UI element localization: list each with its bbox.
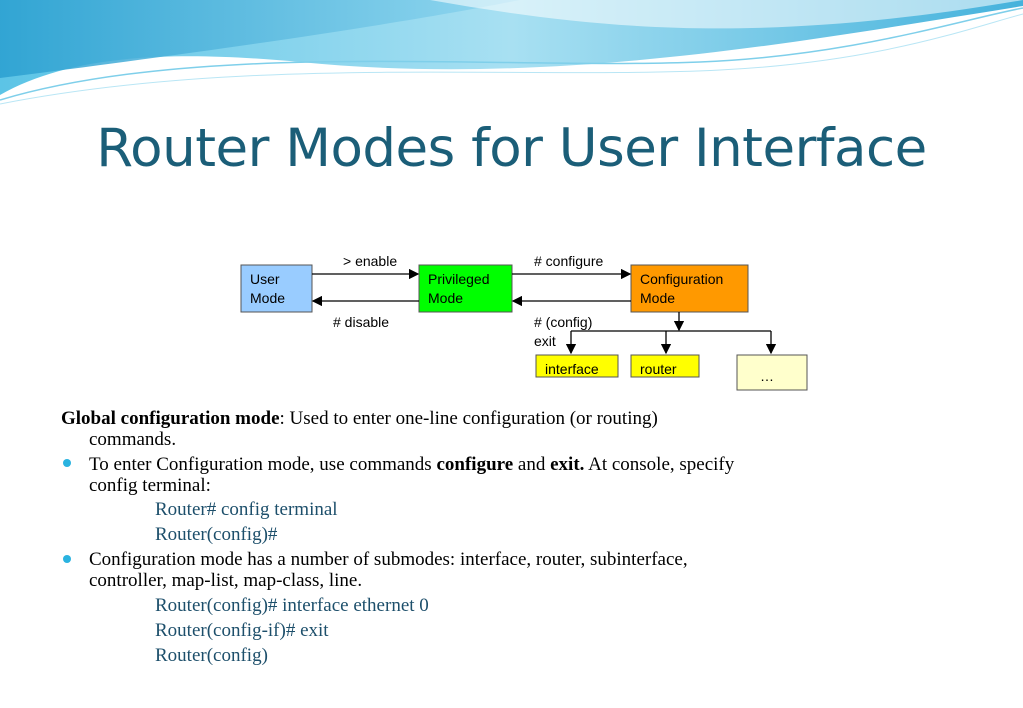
configure-label: # configure: [534, 253, 603, 269]
bullet1-text-a: To enter Configuration mode, use command…: [89, 454, 437, 475]
page-title: Router Modes for User Interface: [96, 118, 927, 179]
bullet1-line2: config terminal:: [89, 475, 211, 496]
config-exit-label-2: exit: [534, 333, 556, 349]
bullet1-exit-keyword: exit.: [550, 454, 585, 475]
user-mode-box: [240, 264, 313, 313]
user-mode-label-2: Mode: [250, 290, 285, 306]
global-config-paragraph: Global configuration mode: Used to enter…: [61, 408, 658, 429]
configuration-mode-label-2: Mode: [640, 290, 675, 306]
router-submode-box: [630, 354, 700, 378]
config-exit-label-1: # (config): [534, 314, 592, 330]
command-line-2: Router(config)#: [155, 524, 278, 545]
global-config-description: : Used to enter one-line configuration (…: [279, 408, 658, 429]
configuration-mode-label-1: Configuration: [640, 271, 723, 287]
enable-label: > enable: [343, 253, 397, 269]
bullet-dot-2: [63, 555, 71, 563]
command-line-4: Router(config-if)# exit: [155, 620, 329, 641]
command-line-1: Router# config terminal: [155, 499, 338, 520]
router-submode-label: router: [640, 361, 677, 377]
bullet1-text-c: At console, specify: [584, 454, 735, 475]
interface-submode-label: interface: [545, 361, 599, 377]
disable-label: # disable: [333, 314, 389, 330]
bullet-submodes: Configuration mode has a number of submo…: [89, 549, 688, 570]
bullet1-configure-keyword: configure: [436, 454, 514, 475]
global-config-paragraph-line2: commands.: [89, 429, 177, 450]
global-config-term: Global configuration mode: [61, 408, 280, 429]
command-line-5: Router(config): [155, 645, 268, 666]
user-mode-label-1: User: [250, 271, 280, 287]
bullet-configure-exit: To enter Configuration mode, use command…: [89, 454, 734, 475]
header-wave-decoration: [0, 0, 1023, 105]
more-submodes-box: [736, 354, 808, 391]
privileged-mode-label-2: Mode: [428, 290, 463, 306]
bullet2-line2: controller, map-list, map-class, line.: [89, 570, 363, 591]
bullet1-text-b: and: [513, 454, 551, 475]
configuration-mode-box: [630, 264, 749, 313]
more-submodes-label: …: [760, 368, 774, 384]
interface-submode-box: [535, 354, 619, 378]
command-line-3: Router(config)# interface ethernet 0: [155, 595, 429, 616]
privileged-mode-label-1: Privileged: [428, 271, 489, 287]
bullet-dot-1: [63, 459, 71, 467]
privileged-mode-box: [418, 264, 513, 313]
